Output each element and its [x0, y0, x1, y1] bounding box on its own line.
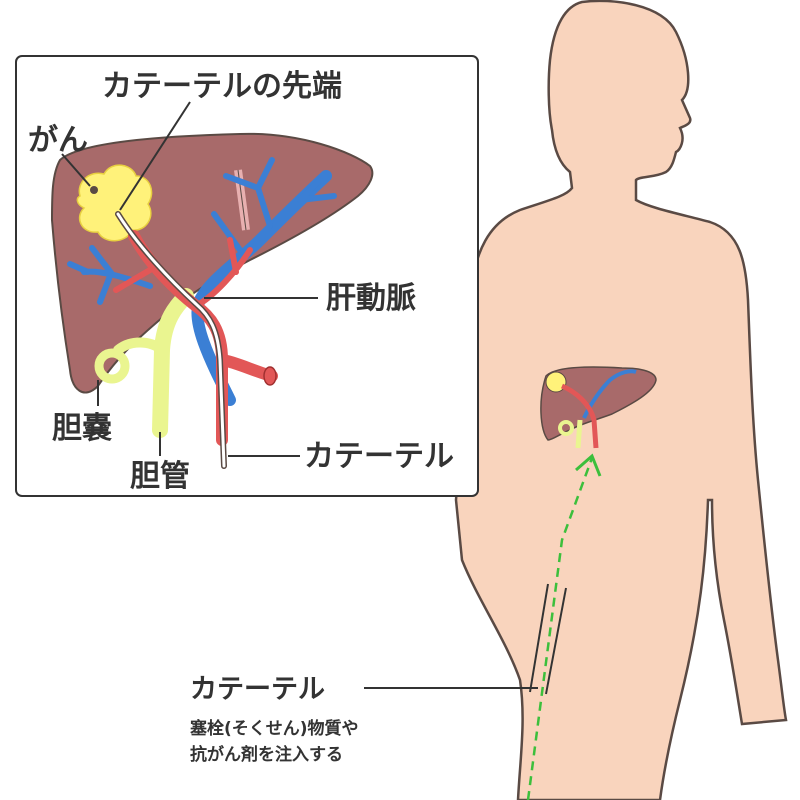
leader-catheter-tip	[119, 101, 191, 211]
label-cancer: がん	[28, 123, 88, 158]
label-catheter-tip: カテーテルの先端	[102, 69, 342, 104]
inset-panel: カテーテルの先端 がん 肝動脈 胆嚢 胆管 カテーテル	[15, 55, 479, 497]
label-gallbladder: 胆嚢	[52, 411, 112, 446]
catheter-path	[526, 457, 594, 800]
artery-cut-end	[263, 366, 277, 386]
note-line-1: 塞栓(そくせん)物質や	[190, 718, 359, 739]
vein-branches-right	[211, 157, 337, 253]
femoral-mark-right	[545, 587, 567, 695]
label-bile-duct: 胆管	[130, 459, 190, 494]
body-bile-duct	[575, 419, 583, 449]
vein-branches-left	[67, 245, 153, 305]
artery-branches	[113, 237, 253, 309]
note-line-2: 抗がん剤を注入する	[190, 744, 343, 765]
body-gallbladder	[558, 420, 574, 436]
cystic-duct	[113, 337, 167, 355]
inset-veins	[67, 157, 337, 406]
catheter-arrowhead	[575, 453, 602, 477]
body-tumor	[545, 371, 567, 393]
vein-trunk	[191, 170, 332, 406]
gallbladder	[94, 348, 130, 384]
femoral-mark-left	[529, 583, 549, 693]
label-hepatic-artery: 肝動脈	[326, 281, 416, 316]
inset-leader-lines	[61, 101, 318, 457]
body-liver	[540, 366, 657, 449]
catheter-label: カテーテル	[190, 674, 325, 705]
tumor	[76, 164, 153, 242]
catheter	[116, 212, 226, 468]
label-catheter: カテーテル	[304, 439, 454, 474]
leader-cancer	[61, 153, 91, 187]
tumor-marker	[90, 186, 98, 194]
body-liver-artery	[560, 383, 599, 449]
